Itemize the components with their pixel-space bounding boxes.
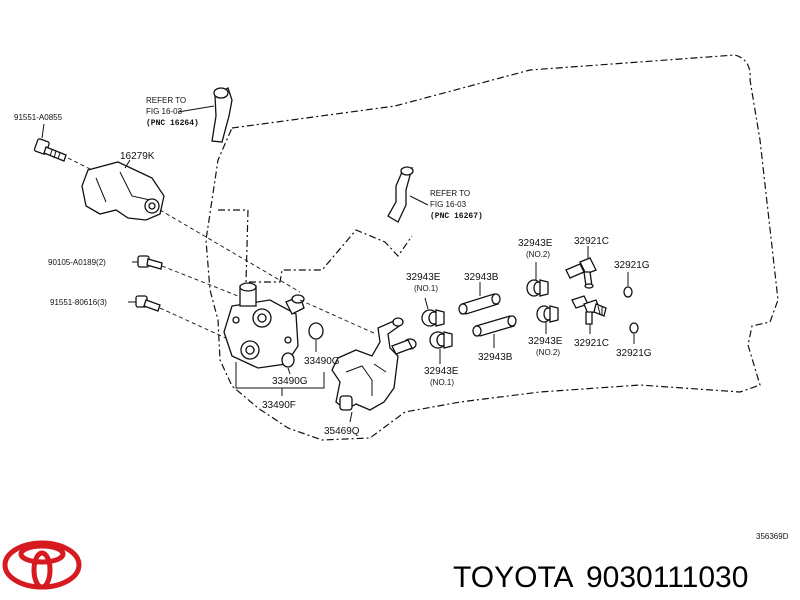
leader-35469Q [349, 411, 353, 423]
label-32921C-upper: 32921C [574, 236, 609, 247]
pump-cover-33490F [223, 282, 305, 369]
refer-note-16267-line2: FIG 16-03 [430, 200, 467, 209]
hose-32943B-upper [458, 293, 501, 315]
hose-16264 [211, 87, 233, 143]
hose-32943B-lower [472, 315, 517, 337]
case-inner-line [218, 209, 413, 283]
union-32921C-upper [565, 257, 597, 289]
label-32921C-lower: 32921C [574, 338, 609, 349]
label-32921G-upper: 32921G [614, 260, 650, 271]
refer-leader-2 [409, 195, 429, 206]
label-32943E-no1-upper: 32943E [406, 272, 441, 283]
label-32943E-no1-lower: 32943E [424, 366, 459, 377]
refer-note-16264-line3: (PNC 16264) [146, 119, 199, 128]
label-91551-80616: 91551-80616(3) [50, 298, 107, 307]
bolt-91551-A0855 [33, 138, 67, 162]
clamp-32943E-no2-upper [526, 279, 549, 297]
o-ring-32921G-upper [623, 286, 633, 298]
tube-35469Q [331, 317, 417, 411]
clamp-32943E-no1-upper [421, 309, 445, 327]
group-bracket-33490F [235, 362, 325, 396]
leader-bolt-1 [67, 157, 97, 173]
label-16279K: 16279K [120, 151, 155, 162]
leader-a0855 [41, 123, 45, 139]
leader-16279K [124, 159, 131, 169]
refer-leader-1 [177, 105, 215, 113]
clamp-32943E-no1-lower [429, 331, 453, 349]
hose-16267 [387, 166, 413, 223]
part-number: 9030111030 [586, 561, 748, 594]
label-32943E-no2-lower: 32943E [528, 336, 563, 347]
union-32921C-lower [571, 295, 607, 325]
toyota-logo-icon [2, 540, 82, 590]
label-32943E-no2-lower-sub: (NO.2) [536, 348, 560, 357]
hose-16264-end [213, 87, 229, 99]
label-32921G-lower: 32921G [616, 348, 652, 359]
refer-note-16264-line2: FIG 16-03 [146, 107, 183, 116]
o-ring-32921G-lower [629, 322, 639, 334]
figure-code: 356369D [756, 532, 789, 541]
transmission-case-outline [205, 54, 779, 441]
refer-note-16267-line3: (PNC 16267) [430, 212, 483, 221]
bolt-90105-A0189 [137, 255, 163, 270]
label-32943E-no2-upper-sub: (NO.2) [526, 250, 550, 259]
label-91551-A0855: 91551-A0855 [14, 113, 63, 122]
leader-32943E-no1-upper [424, 297, 429, 310]
leader-33490G-b [287, 367, 291, 375]
label-32943E-no2-upper: 32943E [518, 238, 553, 249]
refer-note-16267-line1: REFER TO [430, 189, 470, 198]
label-32943E-no1-lower-sub: (NO.1) [430, 378, 454, 387]
label-32943E-no1-upper-sub: (NO.1) [414, 284, 438, 293]
bracket-16279K [81, 161, 165, 221]
label-32943B-upper: 32943B [464, 272, 499, 283]
label-33490G-b: 33490G [272, 376, 308, 387]
label-33490G-a: 33490G [304, 356, 340, 367]
brand-name: TOYOTA [453, 561, 574, 594]
leader-bracket-to-pump [159, 209, 301, 293]
label-33490F: 33490F [262, 400, 296, 411]
label-90105-A0189: 90105-A0189(2) [48, 258, 106, 267]
clamp-32943E-no2-lower [536, 305, 559, 323]
hose-16267-end [400, 166, 414, 176]
refer-note-16264-line1: REFER TO [146, 96, 186, 105]
label-35469Q: 35469Q [324, 426, 360, 437]
o-ring-33490G-a [308, 322, 324, 340]
o-ring-33490G-b [281, 352, 295, 368]
leader-bolt-3 [159, 307, 231, 341]
bolt-91551-80616 [135, 295, 161, 312]
leader-bolt-2 [161, 265, 239, 297]
label-32943B-lower: 32943B [478, 352, 513, 363]
